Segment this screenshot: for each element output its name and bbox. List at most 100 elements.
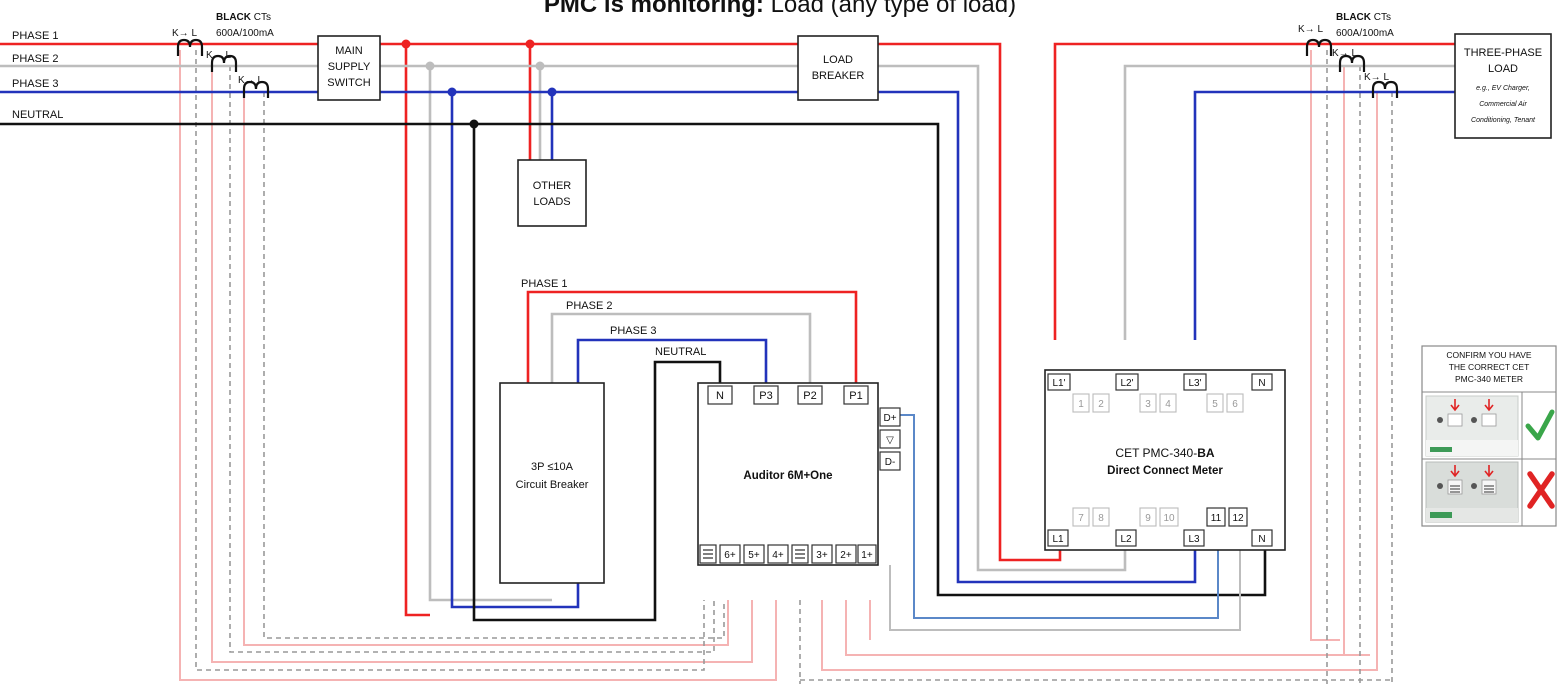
- three-phase-load-note-1: e.g., EV Charger,: [1476, 85, 1530, 92]
- auditor-terminal-5: 5+: [748, 550, 760, 561]
- phase-1-label: PHASE 1: [12, 30, 58, 42]
- auditor-name: Auditor 6M+One: [743, 470, 832, 482]
- auditor-terminal-p2: P2: [803, 390, 816, 402]
- auditor-terminal-p1: P1: [849, 390, 862, 402]
- title-rest: Load (any type of load): [764, 0, 1016, 18]
- meter-terminal-n-top: N: [1258, 378, 1265, 389]
- load-breaker: LOAD BREAKER: [797, 35, 879, 101]
- circuit-breaker-line-1: 3P ≤10A: [531, 461, 574, 473]
- load-breaker-line-2: BREAKER: [812, 70, 865, 82]
- wrong-meter-image: [1425, 461, 1519, 523]
- auditor-terminal-2: 2+: [840, 550, 852, 561]
- meter-return-wiring: [889, 505, 1241, 631]
- auditor-terminal-d-minus: D-: [885, 457, 896, 468]
- three-phase-load-line-1: THREE-PHASE: [1464, 47, 1542, 59]
- neutral-bus: [0, 122, 1267, 622]
- meter-terminal-11: 11: [1211, 513, 1222, 524]
- meter-model-prefix: CET PMC-340-: [1115, 446, 1197, 460]
- meter-subtitle: Direct Connect Meter: [1107, 465, 1223, 477]
- meter-terminal-10: 10: [1163, 513, 1175, 524]
- main-supply-switch: MAIN SUPPLY SWITCH: [317, 35, 381, 101]
- ct-heading-bold: BLACK: [1336, 12, 1372, 23]
- pmc-meter: L1' L2' L3' N 1 2 3 4 5 6 CET PMC-340-BA…: [1044, 369, 1286, 551]
- neutral-label: NEUTRAL: [12, 109, 63, 121]
- correct-meter-image: [1425, 395, 1519, 457]
- auditor-neutral-label: NEUTRAL: [655, 346, 706, 358]
- ct-orientation: K→ L: [1364, 72, 1389, 83]
- meter-model-bold: BA: [1197, 446, 1215, 460]
- meter-terminal-5: 5: [1212, 399, 1218, 410]
- meter-terminal-12: 12: [1232, 513, 1244, 524]
- phase-3-label: PHASE 3: [12, 78, 58, 90]
- ct-rating: 600A/100mA: [216, 28, 274, 39]
- check-icon: [1525, 409, 1555, 441]
- ct-dashed-returns: [195, 50, 1393, 684]
- phase-2-label: PHASE 2: [12, 53, 58, 65]
- meter-terminal-1: 1: [1078, 399, 1084, 410]
- ct-coil-icon: [176, 38, 204, 56]
- auditor-terminal-n: N: [716, 390, 724, 402]
- meter-terminal-4: 4: [1165, 399, 1171, 410]
- meter-terminal-9: 9: [1145, 513, 1151, 524]
- ct-group-left: BLACK CTs 600A/100mA K→ L K→ L K→ L: [172, 12, 274, 98]
- other-loads: OTHER LOADS: [517, 159, 587, 227]
- ct-coil-icon: [210, 54, 238, 72]
- main-switch-line-2: SUPPLY: [328, 61, 371, 73]
- meter-terminal-8: 8: [1098, 513, 1104, 524]
- ct-heading-bold: BLACK: [216, 12, 252, 23]
- ct-orientation: K→ L: [238, 75, 263, 86]
- ct-coil-icon: [242, 80, 270, 98]
- auditor-device: N P3 P2 P1 D+ ▽ D- Auditor 6M+One 6+ 5+ …: [697, 382, 901, 566]
- meter-terminal-6: 6: [1232, 399, 1238, 410]
- page-title: PMC is monitoring: Load (any type of loa…: [544, 0, 1016, 18]
- circuit-breaker: 3P ≤10A Circuit Breaker: [499, 382, 605, 584]
- three-phase-load: THREE-PHASE LOAD e.g., EV Charger, Comme…: [1454, 33, 1552, 139]
- ct-coil-icon: [1338, 54, 1366, 72]
- meter-terminal-l3-prime: L3': [1188, 378, 1201, 389]
- ct-group-right: BLACK CTs 600A/100mA K→ L K→ L K→ L: [1298, 12, 1399, 98]
- three-phase-load-note-2: Commercial Air: [1479, 101, 1527, 108]
- load-breaker-line-1: LOAD: [823, 54, 853, 66]
- auditor-supply-wiring: [526, 290, 858, 385]
- meter-terminal-l2-prime: L2': [1120, 378, 1133, 389]
- ct-orientation: K→ L: [1332, 48, 1357, 59]
- meter-terminal-n-bottom: N: [1258, 534, 1265, 545]
- auditor-terminal-4: 4+: [772, 550, 784, 561]
- auditor-terminal-p3: P3: [759, 390, 772, 402]
- ct-leads: [179, 50, 1378, 681]
- ct-heading-rest: CTs: [1371, 12, 1391, 23]
- confirm-line-3: PMC-340 METER: [1455, 374, 1523, 384]
- auditor-terminal-ground: ▽: [886, 435, 894, 446]
- ct-heading-rest: CTs: [251, 12, 271, 23]
- auditor-terminal-d-plus: D+: [883, 413, 896, 424]
- main-switch-line-3: SWITCH: [327, 77, 370, 89]
- confirm-line-2: THE CORRECT CET: [1449, 362, 1530, 372]
- auditor-terminal-3: 3+: [816, 550, 828, 561]
- auditor-phase-3-label: PHASE 3: [610, 325, 656, 337]
- ct-coil-icon: [1371, 80, 1399, 98]
- meter-model: CET PMC-340-BA: [1115, 446, 1214, 460]
- junction-dots: [401, 39, 557, 129]
- rs485-wiring: [900, 414, 1219, 619]
- cross-icon: [1527, 471, 1555, 509]
- meter-terminal-3: 3: [1145, 399, 1151, 410]
- other-loads-line-2: LOADS: [533, 196, 570, 208]
- ct-heading: BLACK CTs: [216, 12, 271, 23]
- auditor-phase-2-label: PHASE 2: [566, 300, 612, 312]
- ct-rating: 600A/100mA: [1336, 28, 1394, 39]
- title-bold: PMC is monitoring:: [544, 0, 764, 18]
- confirm-line-1: CONFIRM YOU HAVE: [1446, 350, 1531, 360]
- auditor-terminal-6: 6+: [724, 550, 736, 561]
- other-loads-line-1: OTHER: [533, 180, 572, 192]
- auditor-terminal-1: 1+: [861, 550, 873, 561]
- circuit-breaker-line-2: Circuit Breaker: [516, 479, 589, 491]
- meter-terminal-7: 7: [1078, 513, 1084, 524]
- ct-orientation: K→ L: [1298, 24, 1323, 35]
- ct-orientation: K→ L: [172, 28, 197, 39]
- three-phase-load-line-2: LOAD: [1488, 63, 1518, 75]
- meter-terminal-2: 2: [1098, 399, 1104, 410]
- phase-1-bus: [0, 42, 1455, 617]
- confirm-meter-panel: CONFIRM YOU HAVE THE CORRECT CET PMC-340…: [1421, 345, 1557, 527]
- auditor-bottom-terminals: 6+ 5+ 4+ 3+ 2+ 1+: [699, 544, 877, 564]
